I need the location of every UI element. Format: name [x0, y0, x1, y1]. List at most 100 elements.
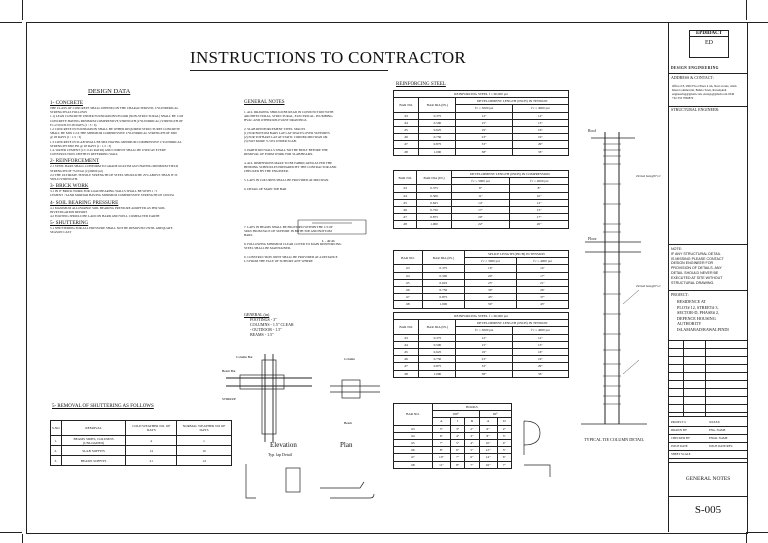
removal-cell: BEAMS SIDES, COLUMNS (UNLOADED) — [60, 435, 127, 446]
drawing-sheet — [26, 22, 748, 534]
reinforcing-cell: 20" — [463, 271, 517, 280]
tie-label-lower: Z# tied bars@9"c/c — [636, 284, 661, 288]
reinforcing-cell: 16" — [463, 264, 517, 273]
reinforcing-cell: #8 — [393, 300, 423, 309]
reinforcing-cell: #8 — [392, 147, 420, 156]
general-note-line: ARCHITECTURAL, STRUCTURAL, ELECTRICAL, P… — [244, 114, 334, 118]
meta-value: ENG. NAME — [709, 428, 726, 432]
reinforcing-cell: 0.375 — [418, 333, 457, 342]
roof-label: Roof — [588, 128, 596, 133]
reinforcing-table: BAR NO.BAR DIA (IN.)SPLICE LENGTH (INCH)… — [393, 249, 570, 309]
meta-label: CHECKED BY — [671, 436, 691, 440]
floor-label: Floor — [588, 236, 597, 241]
reinforcing-cell: 12" — [455, 333, 513, 342]
reinforcing-cell: 14" — [515, 264, 570, 273]
reinforcing-cell: #6 — [393, 285, 423, 295]
lap-label: L - 40 db — [322, 239, 335, 243]
logo-name: EPDIDACT — [690, 31, 728, 37]
removal-cell: 3. — [50, 455, 62, 466]
reinforcing-cell: 26" — [515, 285, 570, 295]
project-line: SECTOR-D, PHASE# 2, — [677, 310, 720, 316]
general-note-line: CHECKED BY THE ENGINEER. — [244, 169, 289, 173]
project-line: PLOT# 12, STREET# 3, — [677, 304, 719, 310]
reinforcing-cell: #4 — [392, 118, 420, 127]
project-line: AUTHORITY — [677, 321, 702, 327]
reinforcing-cell: 38" — [455, 147, 513, 156]
meta-value: ISSUE DATE/REV. — [709, 444, 733, 448]
hook-cell: 6" — [449, 446, 466, 455]
reinforcing-cell: 16" — [511, 347, 570, 357]
reinforcing-cell: #3 — [392, 111, 420, 120]
design-section-title: 4- SOIL BEARING PRESSURE — [50, 199, 119, 206]
project-line: RESIDENCE AT — [677, 299, 706, 304]
hook-cell: 2" — [464, 424, 480, 433]
reinforcing-cell: 12" — [511, 111, 570, 120]
reinforcing-cell: #3 — [392, 184, 418, 193]
reinforcing-cell: #3 — [393, 264, 423, 273]
reinforcing-cell: #7 — [392, 213, 418, 222]
reinforcing-cell: #5 — [392, 347, 420, 357]
reinforcing-cell: #3 — [392, 333, 420, 342]
design-section-title: 5- SHUTTERING — [50, 220, 89, 227]
reinforcing-cell: 1.000 — [416, 220, 452, 229]
hook-cell: 4" — [449, 431, 466, 440]
general-note-line: SPAN FROM FACE OF SUPPORT IN BOTH TOP AN… — [244, 229, 332, 233]
hook-cell: 8" — [478, 431, 498, 440]
design-line: 1.2 CONCRETE IN FOUNDATION SHALL BE OTHE… — [50, 127, 181, 132]
hook-cell: #7 — [393, 453, 433, 462]
reinforcing-cell: 33" — [511, 369, 570, 378]
note-line: EXECUTED AT SITE WITHOUT — [671, 275, 723, 280]
sheet-title: INSTRUCTIONS TO CONTRACTOR — [190, 48, 467, 67]
note-line: IF ANY STRUCTURAL DETAIL — [671, 251, 721, 256]
project-line: DEFENCE HOUSING — [677, 315, 716, 321]
project-line: ISLAMABAD/RAWALPINDI — [677, 326, 729, 332]
reinforcing-cell: #5 — [392, 125, 420, 135]
reinforcing-cell: 20" — [450, 213, 511, 222]
design-line: 5.1 SHUTTERING FOR ALL PRESSURE SHALL NO… — [50, 226, 173, 231]
general-note-line: 5. LAPS IN COLUMNS SHALL BE PROVIDED AT … — [244, 178, 330, 182]
hook-cell: 5" — [431, 424, 452, 433]
design-section-title: 3- BRICK WORK — [50, 183, 89, 190]
beam-label: Beam — [344, 421, 352, 425]
general-note-line: 9. CONSTRUCTION JOINT SHALL BE PROVIDED … — [244, 255, 338, 259]
reinforcing-cell: 8" — [450, 184, 511, 193]
address-line: Khan Commercial, Bahria Town, Rawalpindi — [672, 88, 727, 92]
fc-b-header: f'c = 4000 psi — [515, 257, 570, 266]
hook-cell: 6" — [478, 424, 498, 433]
note-line: IS MISSING PLEASE CONTACT — [671, 256, 724, 261]
hook-cell: 5" — [496, 446, 513, 455]
reinforcing-cell: 0.625 — [418, 347, 457, 357]
tie-label-upper: Z# tied bars@9"c/c — [636, 174, 661, 178]
address-label: ADDRESS & CONTACT: — [671, 75, 714, 80]
general-note-item: 8. FOLLOWING MINIMUM CLEAR COVER TO MAIN… — [244, 242, 384, 250]
reinforcing-cell: 0.875 — [418, 362, 457, 371]
reinforcing-cell: 29" — [511, 362, 570, 371]
reinforcing-cell: 19" — [455, 347, 513, 357]
bar-no-header: BAR NO. — [392, 97, 420, 113]
hook-col-header: J — [449, 417, 466, 426]
general-note-line: L/3 FROM THE FACE OF SUPPORT ANY WHERE — [244, 259, 313, 263]
hook-cell: 6" — [431, 431, 452, 440]
reinforcing-cell: 38" — [455, 369, 513, 378]
general-note-line: REMOVAL OF FORM WORK FOR SLAB/BEAMS. — [244, 152, 314, 156]
reinforcing-heading: REINFORCING STEEL — [396, 82, 446, 87]
reinforcing-cell: 33" — [455, 362, 513, 371]
hook-cell: 5" — [449, 438, 466, 448]
general-note-line: (3) NOT MORE % 50% UNDER SLAB. — [244, 139, 297, 143]
reinforcing-cell: 11" — [450, 191, 511, 200]
reinforcing-cell: 17" — [509, 213, 569, 222]
reinforcing-cell: 15" — [455, 340, 513, 349]
hook-cell: 10" — [431, 453, 452, 462]
design-line: YIELD STRENGTH. — [50, 177, 78, 182]
reinforcing-cell: 0.375 — [418, 111, 457, 120]
removal-header: S.NO — [50, 420, 62, 436]
design-line: 1.1) LEAN CONCRETE UNDER FOUNDATIONS/FLO… — [50, 114, 184, 119]
